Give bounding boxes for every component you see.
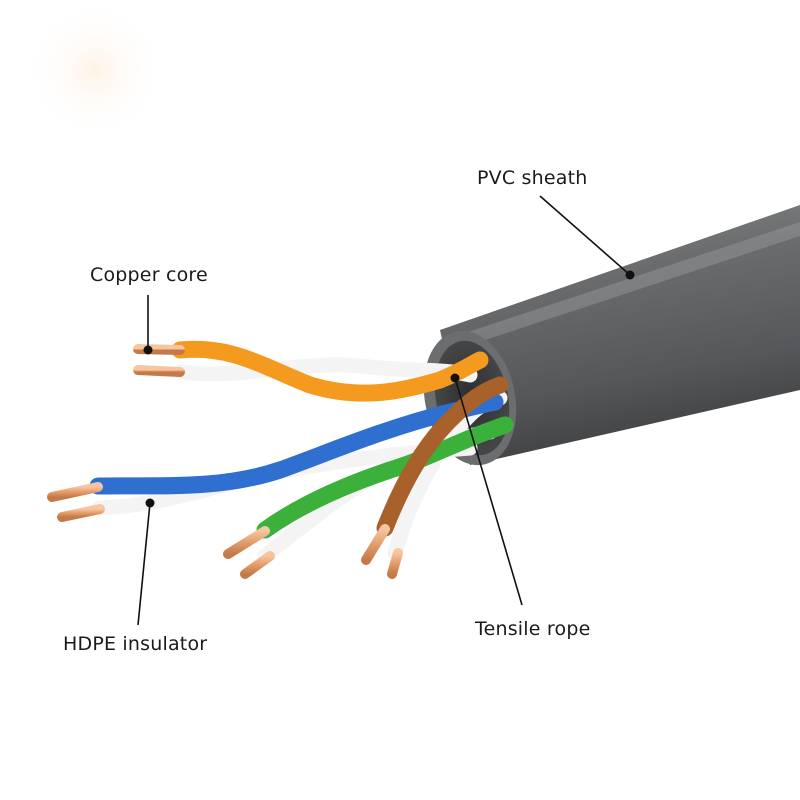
leader-dot-tensile-rope <box>451 374 460 383</box>
label-pvc-sheath: PVC sheath <box>477 167 588 189</box>
leader-dot-copper-core <box>144 346 153 355</box>
leader-line-pvc-sheath <box>540 196 630 275</box>
background-glow <box>25 0 165 140</box>
label-copper-core: Copper core <box>90 264 208 286</box>
leader-line-hdpe-insulator <box>138 503 150 625</box>
label-tensile-rope: Tensile rope <box>474 618 590 640</box>
leader-dot-hdpe-insulator <box>146 499 155 508</box>
label-hdpe-insulator: HDPE insulator <box>63 633 207 655</box>
leader-dot-pvc-sheath <box>626 271 635 280</box>
